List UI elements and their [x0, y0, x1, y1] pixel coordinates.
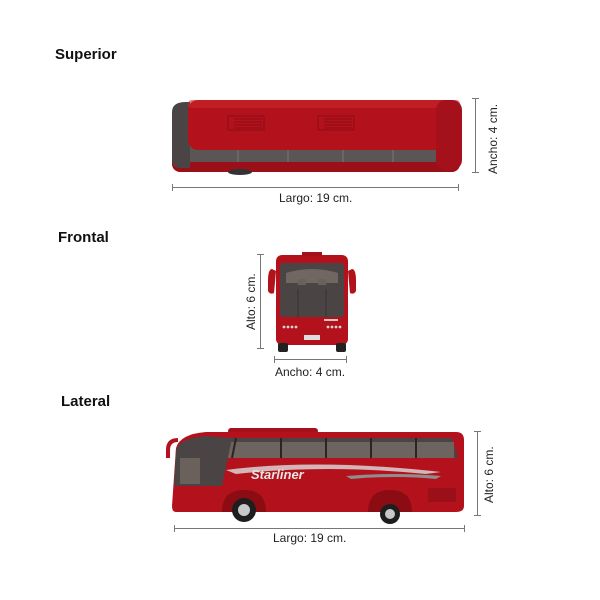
front-height-dimension-line: [260, 254, 261, 349]
bus-side-view-image: Starliner: [166, 428, 464, 524]
section-title-top: Superior: [55, 46, 117, 63]
top-length-label: Largo: 19 cm.: [279, 191, 353, 205]
section-title-side: Lateral: [61, 393, 111, 410]
top-width-label: Ancho: 4 cm.: [486, 103, 500, 174]
side-height-label: Alto: 6 cm.: [482, 446, 496, 503]
side-length-dimension-line: [174, 528, 465, 529]
bus-top-view-image: [172, 100, 462, 175]
top-length-dimension-line: [172, 187, 459, 188]
top-width-dimension-line: [475, 98, 476, 173]
front-width-dimension-line: [274, 359, 347, 360]
front-width-label: Ancho: 4 cm.: [275, 365, 346, 379]
section-title-front: Frontal: [58, 229, 109, 246]
brand-text: Starliner: [251, 467, 305, 482]
bus-front-view-image: [268, 252, 356, 352]
side-length-label: Largo: 19 cm.: [273, 531, 347, 545]
front-height-label: Alto: 6 cm.: [244, 273, 258, 330]
side-height-dimension-line: [477, 431, 478, 516]
